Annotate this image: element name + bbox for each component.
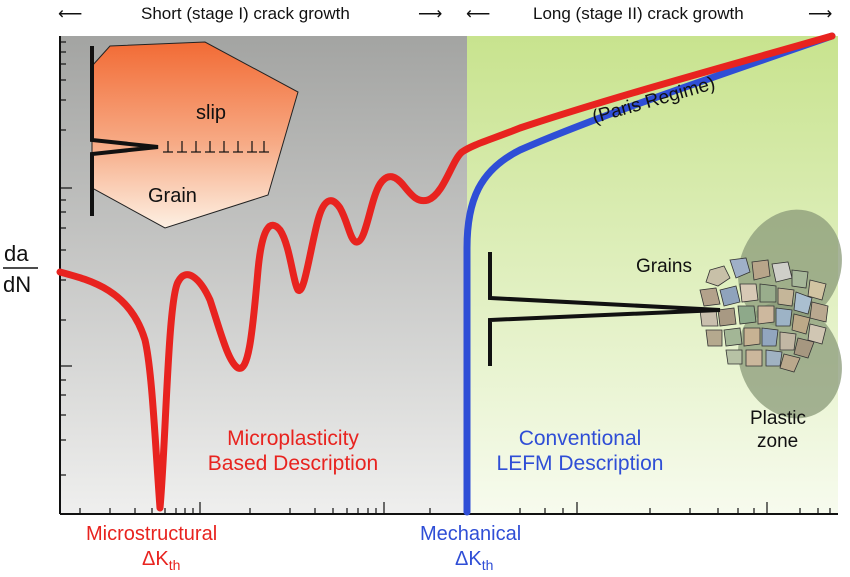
slip-label: slip xyxy=(196,102,227,124)
y-axis-ticks xyxy=(60,41,72,476)
right-arrow: ⟶ xyxy=(808,4,833,23)
grain-inset xyxy=(90,41,299,229)
lefm-curve xyxy=(463,32,836,516)
microstructural-label: Microstructural xyxy=(86,523,218,545)
microplasticity-line-1: Microplasticity xyxy=(227,427,359,450)
y-axis-denominator: dN xyxy=(3,272,32,297)
mechanical-delta-k: ΔK xyxy=(455,548,482,570)
plastic-zone-inset xyxy=(488,209,842,419)
mechanical-sub: th xyxy=(481,557,494,573)
lefm-crack xyxy=(488,252,721,366)
microstructural-threshold: ΔKth xyxy=(142,548,180,573)
microplasticity-line-2: Based Description xyxy=(207,452,379,475)
lefm-description: Conventional LEFM Description xyxy=(470,426,690,476)
slip-markers xyxy=(163,141,269,153)
inset-crack xyxy=(90,46,159,216)
grain-label: Grain xyxy=(148,185,197,207)
plastic-zone-label-2: zone xyxy=(757,431,799,452)
grain-polygon xyxy=(91,41,299,229)
x-axis-ticks xyxy=(79,502,831,514)
grains-cluster xyxy=(699,257,829,373)
grains-label: Grains xyxy=(636,256,692,277)
y-axis-numerator: da xyxy=(4,241,29,266)
right-arrow-short: ⟶ xyxy=(418,4,443,23)
short-crack-label: Short (stage I) crack growth xyxy=(141,4,350,23)
lefm-line-1: Conventional xyxy=(518,427,642,450)
mechanical-threshold: ΔKth xyxy=(455,548,493,573)
microstructural-delta-k: ΔK xyxy=(142,548,169,570)
lefm-line-2: LEFM Description xyxy=(496,452,664,475)
microstructural-sub: th xyxy=(168,557,181,573)
microplasticity-description: Microplasticity Based Description xyxy=(188,426,398,476)
left-arrow: ⟵ xyxy=(58,4,83,23)
long-crack-label: Long (stage II) crack growth xyxy=(533,4,744,23)
mechanical-label: Mechanical xyxy=(420,523,522,545)
plastic-zone-label-1: Plastic xyxy=(750,408,806,429)
microplasticity-curve xyxy=(56,32,836,512)
left-arrow-long: ⟵ xyxy=(466,4,491,23)
